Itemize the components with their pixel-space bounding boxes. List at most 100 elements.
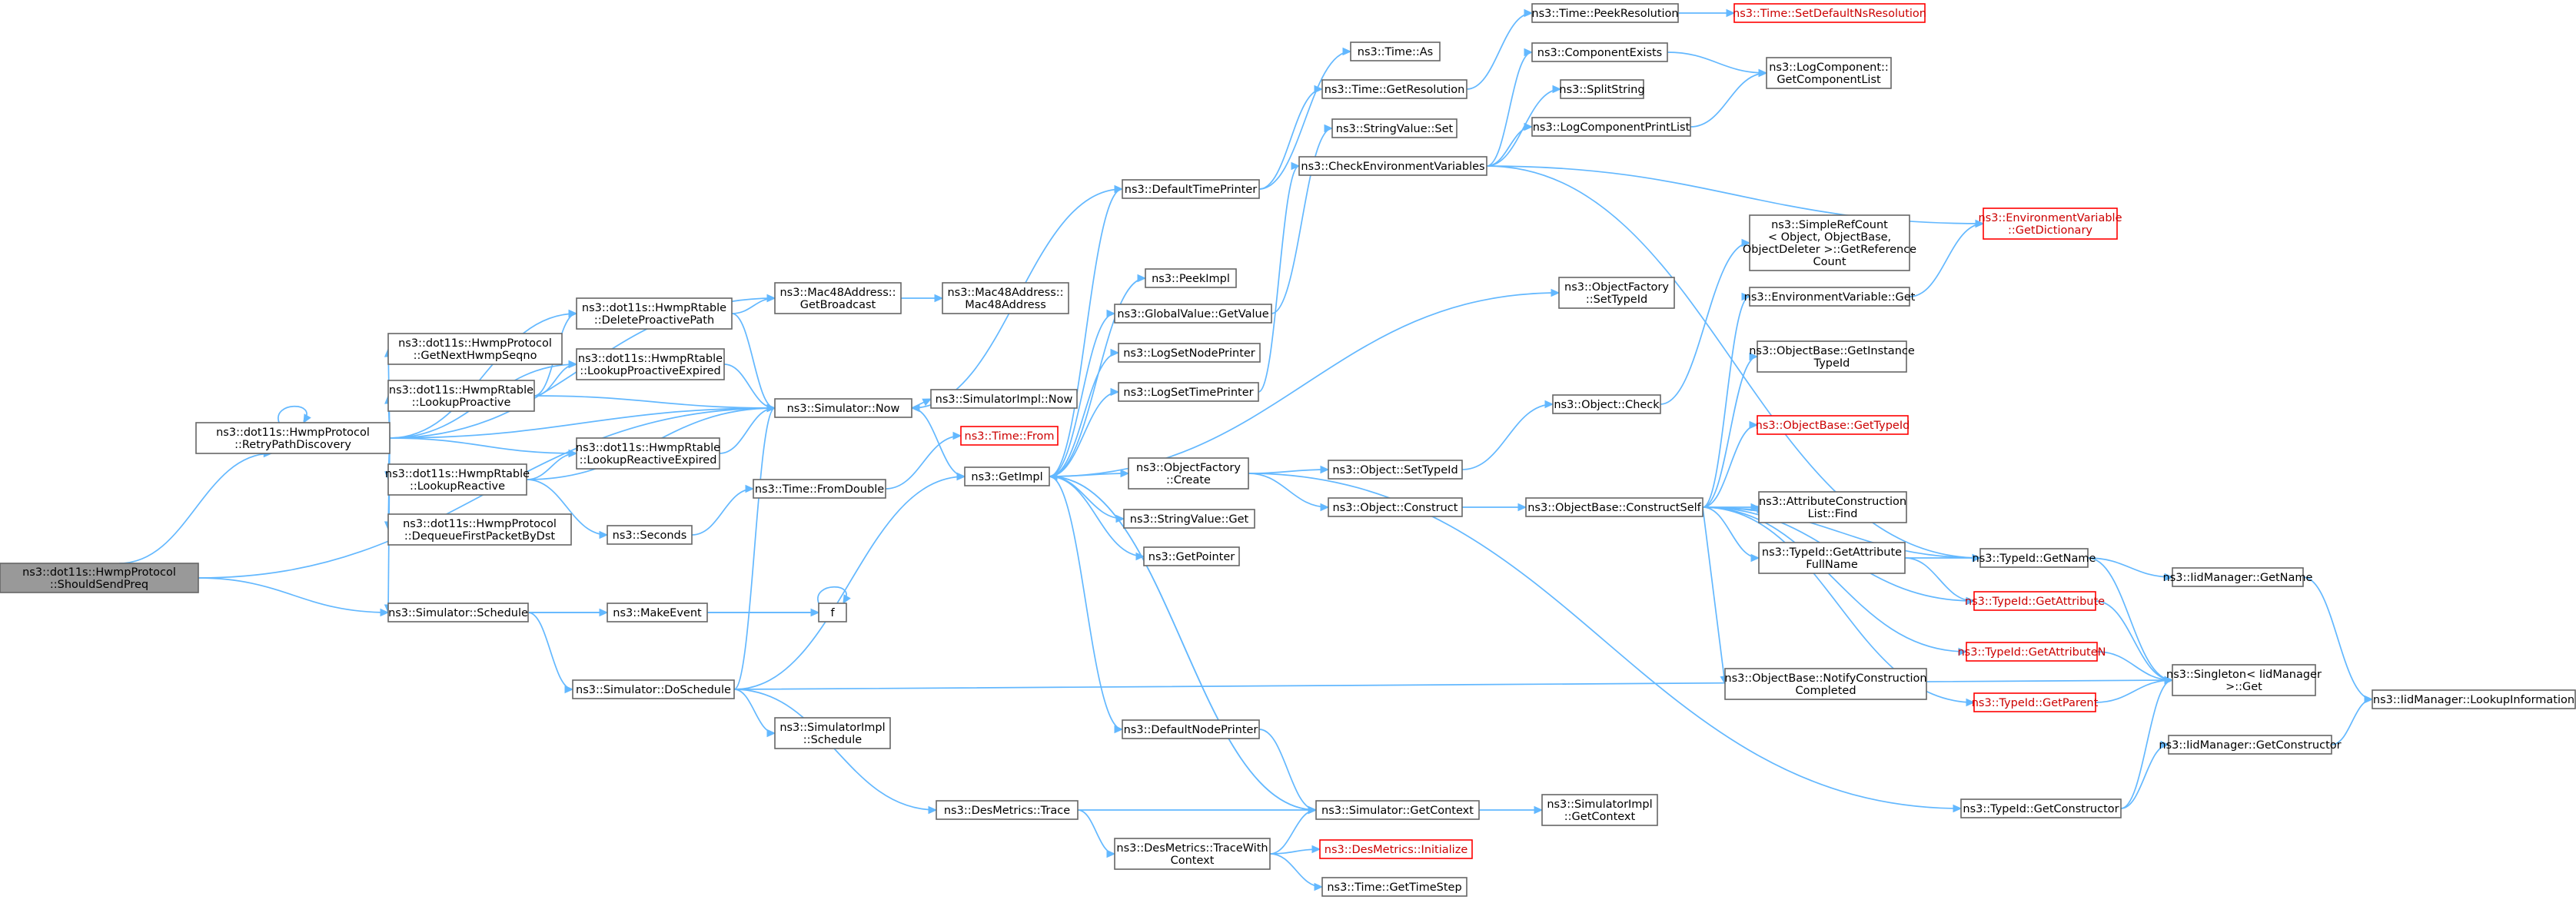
edge-arrowhead xyxy=(1291,161,1301,171)
node-doschedule[interactable]: ns3::Simulator::DoSchedule xyxy=(572,679,735,699)
node-defaultnode[interactable]: ns3::DefaultNodePrinter xyxy=(1122,719,1260,739)
node-getnext[interactable]: ns3::dot11s::HwmpProtocol::GetNextHwmpSe… xyxy=(387,333,563,365)
node-lognode[interactable]: ns3::LogSetNodePrinter xyxy=(1118,343,1261,363)
edge-tracewith-to-gettimestep xyxy=(1269,853,1323,888)
node-logtime[interactable]: ns3::LogSetTimePrinter xyxy=(1118,382,1259,402)
node-simplerefcount[interactable]: ns3::SimpleRefCount< Object, ObjectBase,… xyxy=(1743,214,1916,271)
node-svget[interactable]: ns3::StringValue::Get xyxy=(1123,509,1255,529)
node-getattribute[interactable]: ns3::TypeId::GetAttribute xyxy=(1965,591,2105,611)
node-implschedule[interactable]: ns3::SimulatorImpl::Schedule xyxy=(774,717,891,749)
node-label: ns3::dot11s::HwmpProtocol xyxy=(216,427,370,439)
node-peekimpl[interactable]: ns3::PeekImpl xyxy=(1145,268,1237,288)
edge-arrowhead xyxy=(1106,309,1116,318)
node-ofcreate[interactable]: ns3::ObjectFactory::Create xyxy=(1128,457,1249,490)
node-svset[interactable]: ns3::StringValue::Set xyxy=(1331,118,1458,138)
node-fromdouble[interactable]: ns3::Time::FromDouble xyxy=(753,479,886,499)
node-box xyxy=(1531,117,1691,137)
node-destrace[interactable]: ns3::DesMetrics::Trace xyxy=(936,800,1079,820)
node-lookupreactiveexp[interactable]: ns3::dot11s::HwmpRtable::LookupReactiveE… xyxy=(576,437,720,470)
node-lookupreactive[interactable]: ns3::dot11s::HwmpRtable::LookupReactive xyxy=(385,463,530,496)
node-gvgetvalue[interactable]: ns3::GlobalValue::GetValue xyxy=(1114,304,1272,324)
node-singleton[interactable]: ns3::Singleton< IidManager>::Get xyxy=(2166,664,2322,696)
node-envget[interactable]: ns3::EnvironmentVariable::Get xyxy=(1744,287,1916,307)
node-objconstruct[interactable]: ns3::Object::Construct xyxy=(1328,497,1463,517)
node-getimpl[interactable]: ns3::GetImpl xyxy=(964,466,1050,486)
node-setdefaultns[interactable]: ns3::Time::SetDefaultNsResolution xyxy=(1733,3,1926,23)
node-deleteproactive[interactable]: ns3::dot11s::HwmpRtable::DeleteProactive… xyxy=(576,297,733,330)
node-label: ns3::dot11s::HwmpRtable xyxy=(389,384,533,397)
node-objcheck[interactable]: ns3::Object::Check xyxy=(1552,394,1661,414)
node-compexists[interactable]: ns3::ComponentExists xyxy=(1531,42,1668,62)
node-splitstring[interactable]: ns3::SplitString xyxy=(1559,79,1645,99)
node-dequeue[interactable]: ns3::dot11s::HwmpProtocol::DequeueFirstP… xyxy=(387,513,572,546)
edge-lookupreactive-to-seconds xyxy=(526,479,608,536)
node-root[interactable]: ns3::dot11s::HwmpProtocol::ShouldSendPre… xyxy=(0,563,199,593)
node-seconds[interactable]: ns3::Seconds xyxy=(607,525,693,545)
edge-typeidgetname-to-iidgetname xyxy=(2087,557,2173,578)
node-getattributen[interactable]: ns3::TypeId::GetAttributeN xyxy=(1957,642,2106,662)
node-timeas[interactable]: ns3::Time::As xyxy=(1350,41,1441,61)
node-box xyxy=(1966,642,2098,662)
node-peekres[interactable]: ns3::Time::PeekResolution xyxy=(1531,3,1679,23)
node-now[interactable]: ns3::Simulator::Now xyxy=(774,398,912,418)
node-f[interactable]: f xyxy=(818,603,847,622)
node-getcontext[interactable]: ns3::Simulator::GetContext xyxy=(1315,800,1480,820)
node-box xyxy=(936,800,1079,820)
node-checkenv[interactable]: ns3::CheckEnvironmentVariables xyxy=(1298,156,1487,176)
node-mac48[interactable]: ns3::Mac48Address::Mac48Address xyxy=(942,282,1069,314)
node-gettimestep[interactable]: ns3::Time::GetTimeStep xyxy=(1321,877,1467,897)
node-makeevent[interactable]: ns3::MakeEvent xyxy=(607,603,708,622)
node-schedule[interactable]: ns3::Simulator::Schedule xyxy=(387,603,529,622)
node-iidgetname[interactable]: ns3::IidManager::GetName xyxy=(2163,567,2313,587)
node-envdict[interactable]: ns3::EnvironmentVariable::GetDictionary xyxy=(1978,207,2122,240)
edge-destrace-to-tracewith xyxy=(1077,809,1115,855)
node-label: Completed xyxy=(1795,685,1856,697)
node-macbroadcast[interactable]: ns3::Mac48Address::GetBroadcast xyxy=(774,282,902,314)
node-box xyxy=(576,348,725,380)
node-desinit[interactable]: ns3::DesMetrics::Initialize xyxy=(1319,839,1473,859)
node-label: ns3::Time::PeekResolution xyxy=(1531,8,1678,20)
node-label: ns3::ObjectBase::GetInstance xyxy=(1749,345,1915,357)
node-obgettypeid[interactable]: ns3::ObjectBase::GetTypeId xyxy=(1756,415,1910,435)
node-defaulttime[interactable]: ns3::DefaultTimePrinter xyxy=(1122,179,1260,199)
node-notifyconstruction[interactable]: ns3::ObjectBase::NotifyConstructionCompl… xyxy=(1724,668,1927,700)
edge-objsettypeid-to-objcheck xyxy=(1461,403,1554,470)
node-box xyxy=(576,297,733,330)
node-getres[interactable]: ns3::Time::GetResolution xyxy=(1321,79,1467,99)
node-retry[interactable]: ns3::dot11s::HwmpProtocol::RetryPathDisc… xyxy=(195,422,391,454)
node-getparent[interactable]: ns3::TypeId::GetParent xyxy=(1972,692,2099,712)
node-lookupproactive[interactable]: ns3::dot11s::HwmpRtable::LookupProactive xyxy=(387,380,535,412)
node-label: ns3::DefaultTimePrinter xyxy=(1125,184,1257,196)
node-typeidgetconstructor[interactable]: ns3::TypeId::GetConstructor xyxy=(1960,798,2122,818)
edge-checkenv-to-compexists xyxy=(1486,51,1533,167)
node-getpointer[interactable]: ns3::GetPointer xyxy=(1143,546,1240,566)
node-timefrom[interactable]: ns3::Time::From xyxy=(960,426,1059,446)
node-box xyxy=(1552,394,1661,414)
node-implgetcontext[interactable]: ns3::SimulatorImpl::GetContext xyxy=(1541,794,1658,826)
node-box xyxy=(387,380,535,412)
edge-arrowhead xyxy=(1137,274,1147,283)
node-box xyxy=(1328,497,1463,517)
node-implnow[interactable]: ns3::SimulatorImpl::Now xyxy=(930,389,1078,409)
node-logprintlist[interactable]: ns3::LogComponentPrintList xyxy=(1531,117,1691,137)
edge-constructself-to-attrfullname xyxy=(1702,506,1760,559)
edge-arrowhead xyxy=(766,294,776,303)
node-label: ns3::ObjectBase::NotifyConstruction xyxy=(1724,672,1926,685)
node-label: ns3::Time::GetTimeStep xyxy=(1327,881,1461,894)
node-lookupproactiveexp[interactable]: ns3::dot11s::HwmpRtable::LookupProactive… xyxy=(576,348,725,380)
node-box xyxy=(1118,343,1261,363)
edge-arrowhead xyxy=(2164,573,2174,582)
node-objsettypeid[interactable]: ns3::Object::SetTypeId xyxy=(1328,460,1463,480)
node-lookupinfo[interactable]: ns3::IidManager::LookupInformation xyxy=(2372,689,2576,709)
node-loggetlist[interactable]: ns3::LogComponent::GetComponentList xyxy=(1766,57,1892,89)
node-typeidgetname[interactable]: ns3::TypeId::GetName xyxy=(1973,548,2096,568)
node-ofsettypeid[interactable]: ns3::ObjectFactory::SetTypeId xyxy=(1558,277,1675,309)
node-constructself[interactable]: ns3::ObjectBase::ConstructSelf xyxy=(1525,497,1703,517)
node-iidgetconstructor[interactable]: ns3::IidManager::GetConstructor xyxy=(2159,735,2342,755)
node-label: ns3::IidManager::GetConstructor xyxy=(2159,739,2341,752)
